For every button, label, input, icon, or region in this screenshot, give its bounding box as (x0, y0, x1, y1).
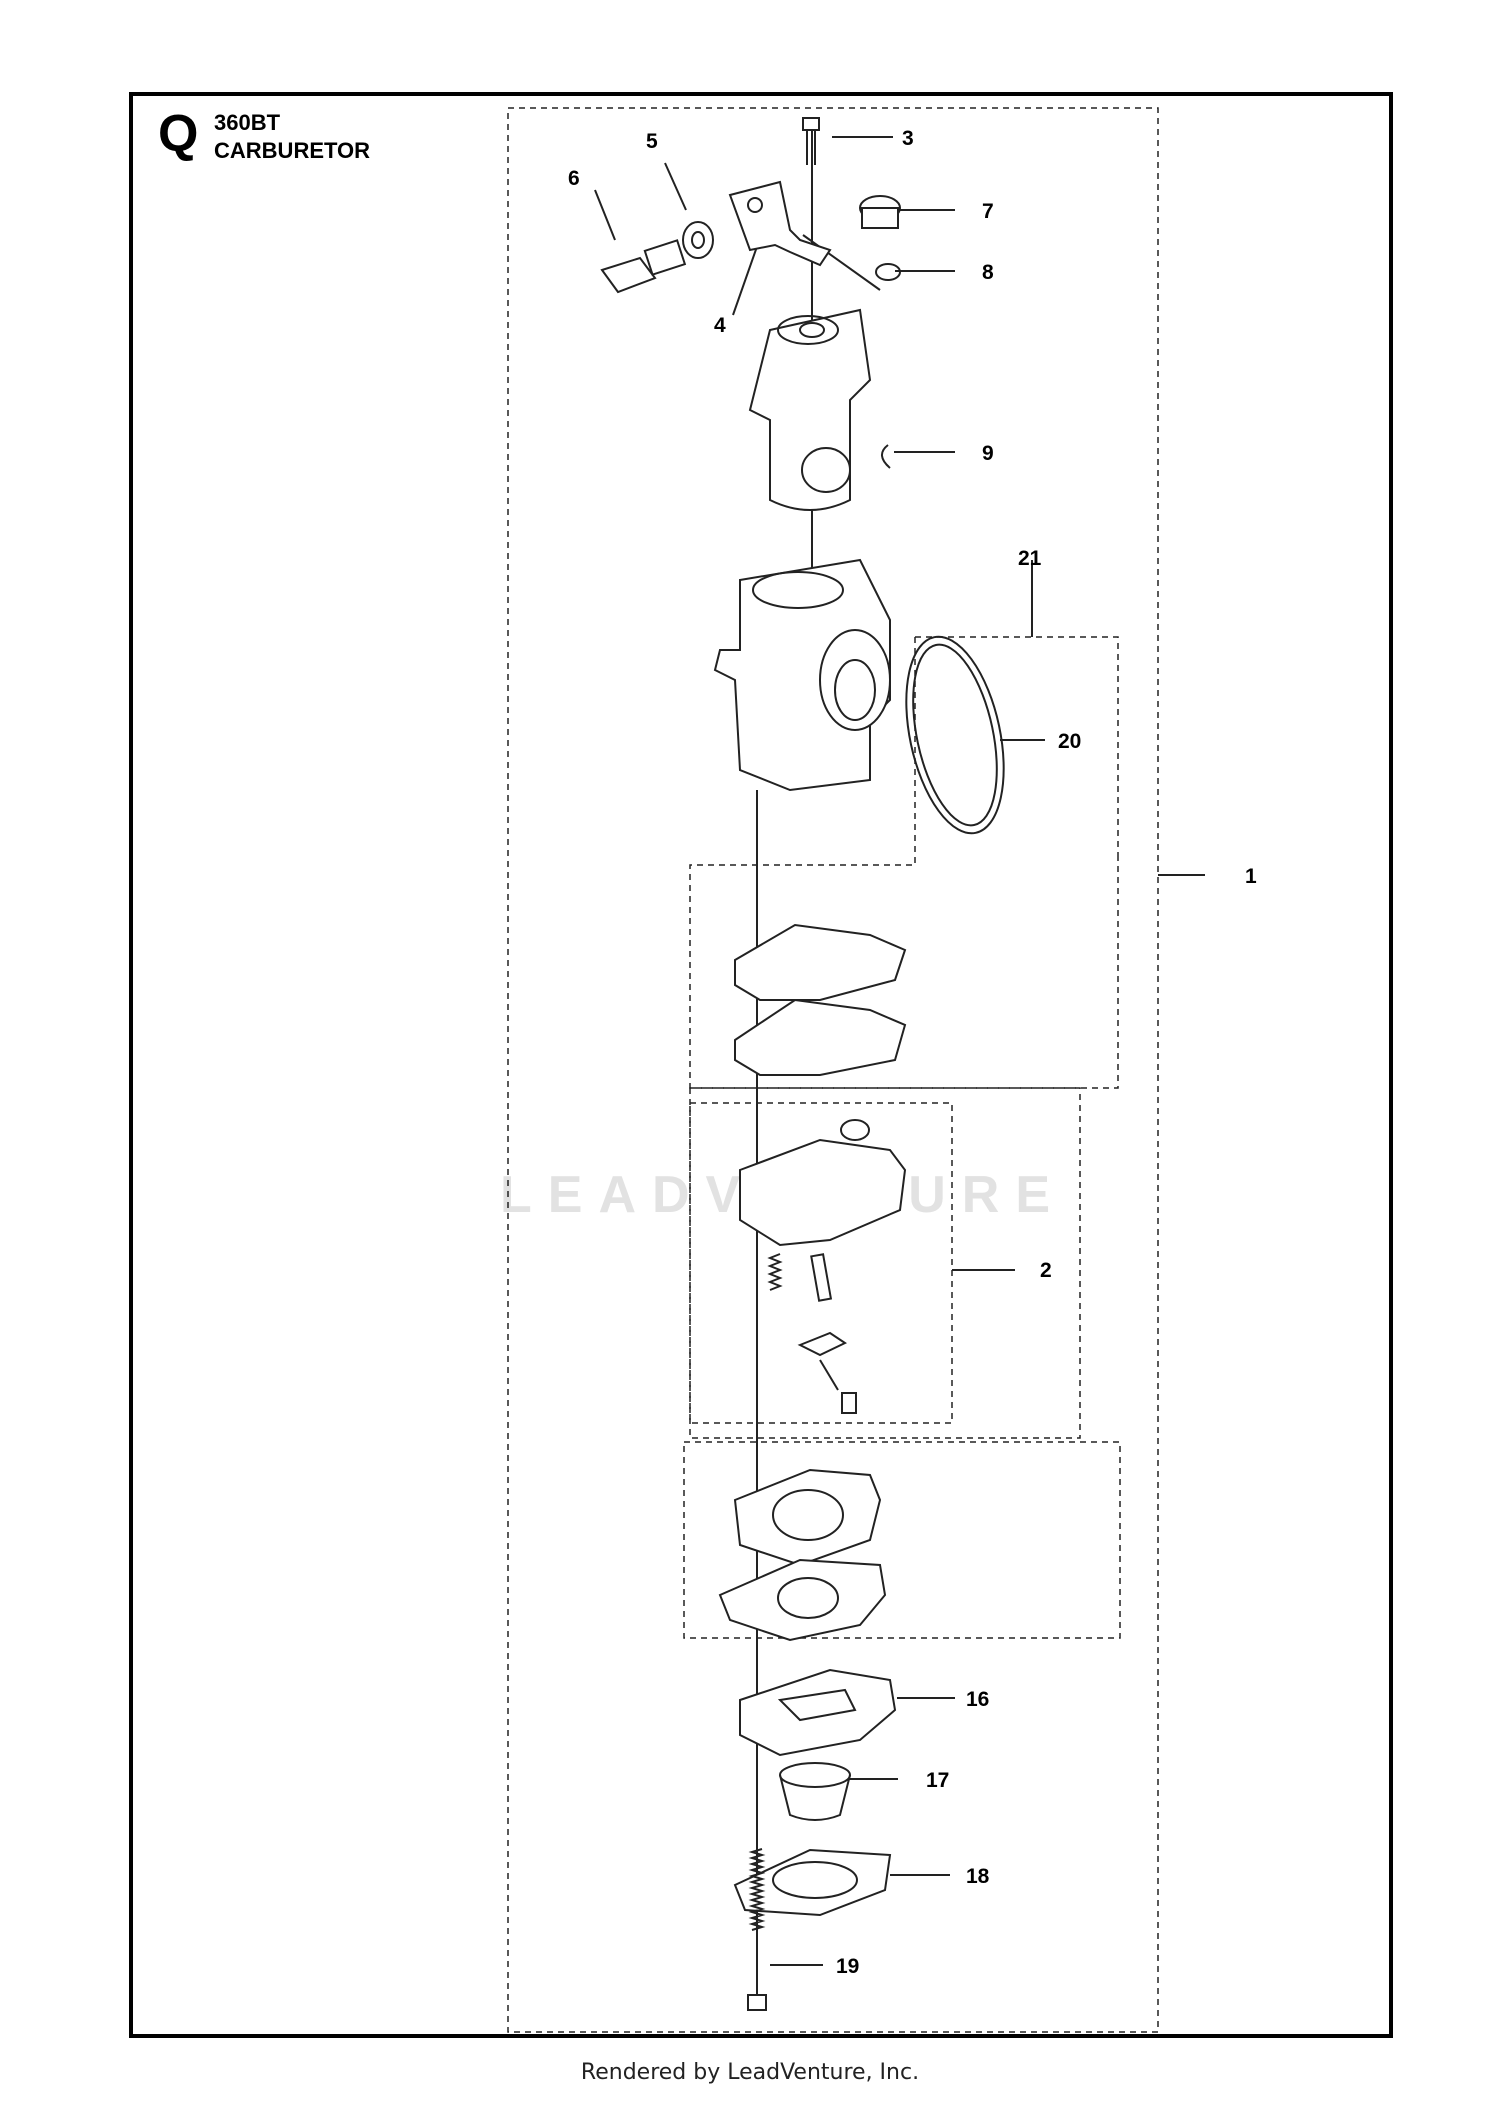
callout-1: 1 (1245, 865, 1257, 888)
callout-3: 3 (902, 127, 914, 150)
callout-20: 20 (1058, 730, 1081, 753)
callout-5: 5 (646, 130, 658, 153)
callout-16: 16 (966, 1688, 989, 1711)
footer-credit: Rendered by LeadVenture, Inc. (580, 2060, 920, 2085)
diagram-title: CARBURETOR (214, 138, 371, 163)
callout-8: 8 (982, 261, 994, 284)
callout-21: 21 (1018, 547, 1042, 570)
callout-9: 9 (982, 442, 994, 465)
callout-4: 4 (714, 314, 726, 337)
assembly-box-1 (507, 107, 1159, 2033)
callout-18: 18 (966, 1865, 990, 1888)
callout-17: 17 (926, 1769, 949, 1792)
section-letter: Q (158, 105, 199, 163)
callout-7: 7 (982, 200, 994, 223)
model-name: 360BT (214, 110, 281, 135)
callout-2: 2 (1040, 1259, 1052, 1282)
callout-6: 6 (568, 167, 580, 190)
callout-19: 19 (836, 1955, 859, 1978)
diagram-frame (129, 92, 1393, 2038)
